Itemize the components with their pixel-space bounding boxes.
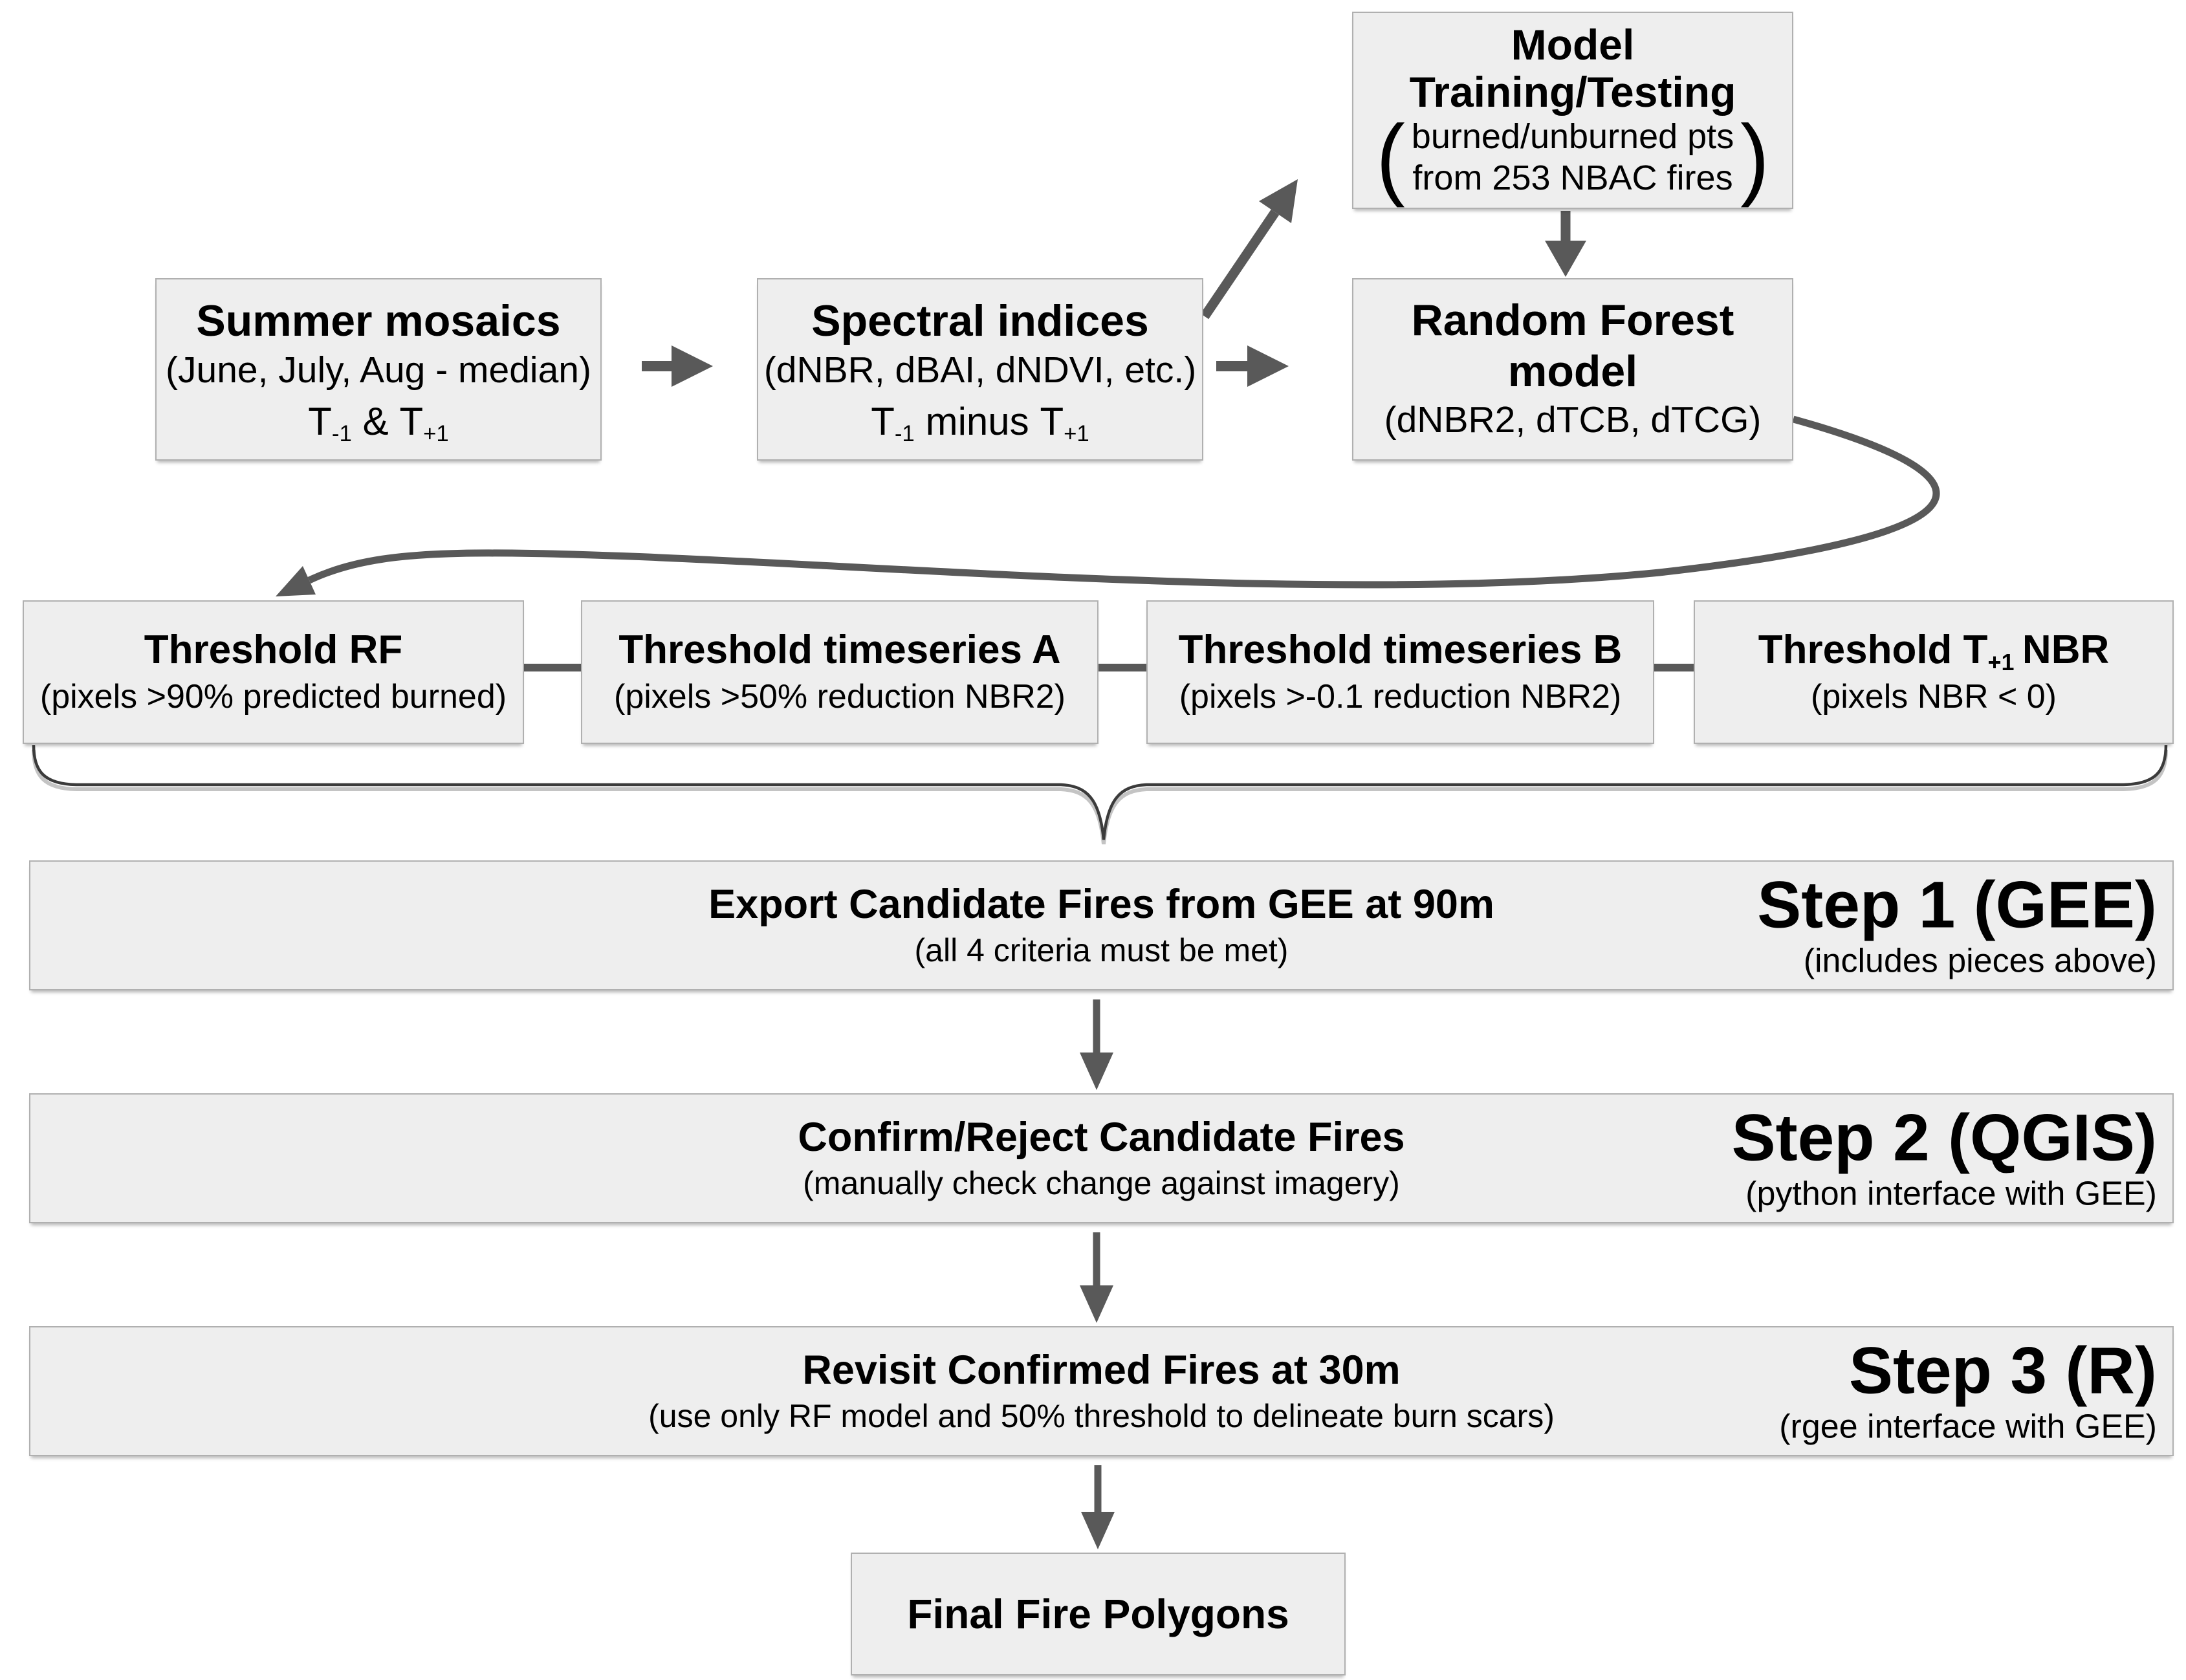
step-subtitle: (all 4 criteria must be met): [914, 932, 1289, 969]
t-subscript: +1: [1987, 649, 2015, 676]
step-label: Step 2 (QGIS): [1731, 1100, 2157, 1174]
node-threshold-t1-nbr: Threshold T+1 NBR (pixels NBR < 0): [1694, 600, 2174, 744]
arrow-spectral-to-rf-icon: [1216, 345, 1289, 387]
step-label: Step 1 (GEE): [1757, 867, 2157, 941]
t-symbol: T: [399, 399, 424, 443]
node-subtitle: (pixels NBR < 0): [1811, 677, 2057, 715]
step2-bar: Confirm/Reject Candidate Fires (manually…: [29, 1093, 2174, 1223]
arrow-training-to-rf-icon: [1545, 211, 1586, 277]
formula-operator: &: [362, 399, 389, 443]
node-subtitle: (dNBR, dBAI, dNDVI, etc.): [763, 349, 1197, 391]
node-spectral-indices: Spectral indices (dNBR, dBAI, dNDVI, etc…: [757, 278, 1203, 461]
step1-label-block: Step 1 (GEE) (includes pieces above): [1757, 869, 2157, 982]
node-title: Random Forest model: [1411, 296, 1734, 396]
node-model-training: Model Training/Testing ( burned/unburned…: [1352, 12, 1793, 209]
node-threshold-timeseries-b: Threshold timeseries B (pixels >-0.1 red…: [1146, 600, 1654, 744]
step2-center: Confirm/Reject Candidate Fires (manually…: [30, 1112, 2172, 1205]
curly-brace-icon: [32, 745, 2168, 845]
step1-bar: Export Candidate Fires from GEE at 90m (…: [29, 860, 2174, 990]
node-title-line1: Model: [1511, 21, 1635, 69]
paren-line2: from 253 NBAC fires: [1412, 158, 1733, 198]
arrow-step2-to-step3-icon: [1080, 1232, 1113, 1323]
step3-center: Revisit Confirmed Fires at 30m (use only…: [30, 1345, 2172, 1438]
node-title-line2: Training/Testing: [1409, 67, 1736, 116]
arrow-summer-to-spectral-icon: [642, 345, 713, 387]
step-title: Confirm/Reject Candidate Fires: [798, 1114, 1405, 1160]
node-subtitle: (dNBR2, dTCB, dTCG): [1384, 398, 1762, 441]
step-subtitle: (use only RF model and 50% threshold to …: [648, 1398, 1555, 1435]
paren-note-text: burned/unburned pts from 253 NBAC fires: [1412, 116, 1734, 199]
t-symbol: T: [871, 399, 895, 443]
arrow-spectral-to-training-icon: [1200, 179, 1298, 320]
t-symbol: T: [308, 399, 332, 443]
node-title: Summer mosaics: [196, 296, 561, 346]
node-random-forest: Random Forest model (dNBR2, dTCB, dTCG): [1352, 278, 1793, 461]
node-subtitle: (pixels >50% reduction NBR2): [614, 677, 1066, 715]
node-subtitle: (pixels >90% predicted burned): [39, 677, 507, 715]
t-subscript: +1: [423, 421, 449, 446]
node-title: Threshold timeseries A: [618, 627, 1061, 673]
t-subscript: +1: [1064, 421, 1089, 446]
node-threshold-timeseries-a: Threshold timeseries A (pixels >50% redu…: [581, 600, 1098, 744]
arrow-step3-to-final-icon: [1081, 1465, 1115, 1549]
node-subtitle: (June, July, Aug - median): [166, 349, 591, 391]
node-final-fire-polygons: Final Fire Polygons: [851, 1553, 1346, 1675]
step-label-subtitle: (includes pieces above): [1803, 942, 2157, 980]
title-pre: Threshold T: [1758, 627, 1988, 673]
formula-operator: minus: [925, 399, 1029, 443]
step2-label-block: Step 2 (QGIS) (python interface with GEE…: [1732, 1102, 2157, 1215]
arrow-step1-to-step2-icon: [1080, 999, 1113, 1090]
node-title: Threshold timeseries B: [1178, 627, 1623, 673]
node-summer-mosaics: Summer mosaics (June, July, Aug - median…: [155, 278, 602, 461]
step-label-subtitle: (rgee interface with GEE): [1779, 1408, 2157, 1446]
open-paren: (: [1376, 107, 1405, 208]
step1-center: Export Candidate Fires from GEE at 90m (…: [30, 879, 2172, 972]
step-label-subtitle: (python interface with GEE): [1745, 1175, 2157, 1213]
node-title: Threshold T+1 NBR: [1758, 625, 2110, 675]
step-label: Step 3 (R): [1848, 1333, 2157, 1407]
t-subscript: -1: [894, 421, 915, 446]
step3-bar: Revisit Confirmed Fires at 30m (use only…: [29, 1326, 2174, 1456]
t-symbol: T: [1040, 399, 1064, 443]
node-title: Final Fire Polygons: [907, 1590, 1289, 1637]
t-subscript: -1: [331, 421, 352, 446]
node-title: Threshold RF: [144, 627, 403, 673]
paren-line1: burned/unburned pts: [1411, 117, 1734, 157]
step3-label-block: Step 3 (R) (rgee interface with GEE): [1779, 1335, 2157, 1448]
node-threshold-rf: Threshold RF (pixels >90% predicted burn…: [23, 600, 524, 744]
node-subtitle: (pixels >-0.1 reduction NBR2): [1179, 677, 1622, 715]
step-title: Revisit Confirmed Fires at 30m: [802, 1347, 1401, 1393]
step-title: Export Candidate Fires from GEE at 90m: [708, 881, 1494, 927]
step-subtitle: (manually check change against imagery): [803, 1165, 1400, 1202]
paren-note: ( burned/unburned pts from 253 NBAC fire…: [1376, 107, 1769, 208]
node-title: Spectral indices: [811, 296, 1149, 346]
close-paren: ): [1740, 107, 1769, 208]
title-post: NBR: [2022, 627, 2110, 673]
time-formula: T-1&T+1: [308, 399, 449, 446]
